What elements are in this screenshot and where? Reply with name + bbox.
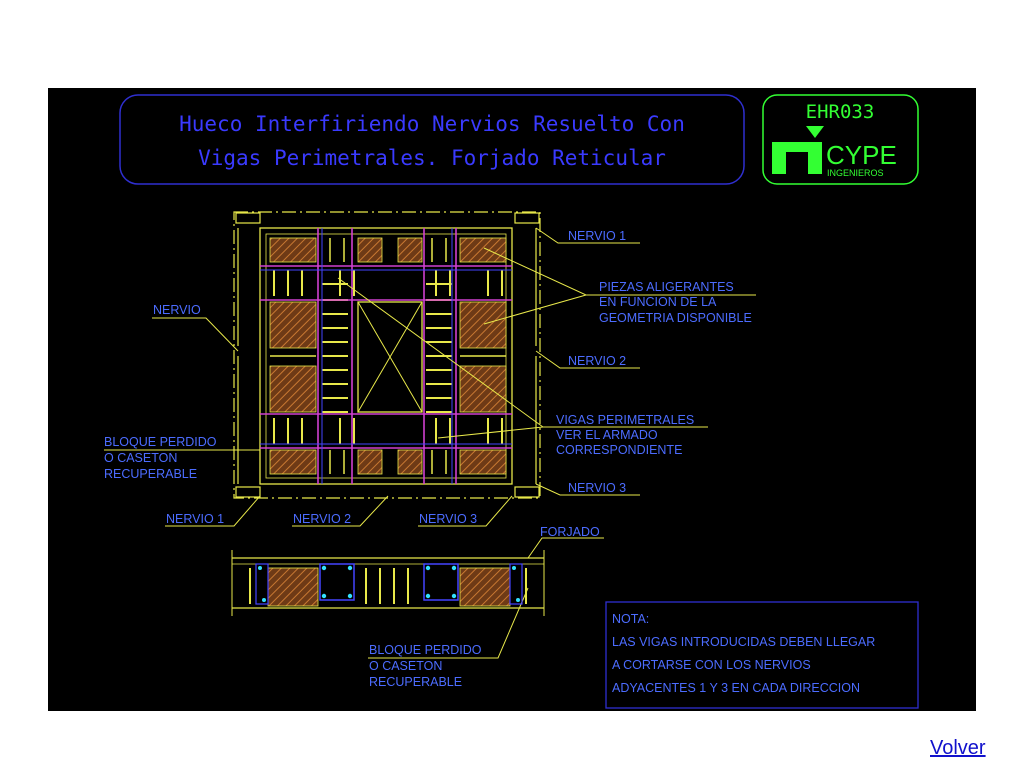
- label-piezas-1: PIEZAS ALIGERANTES: [599, 280, 734, 294]
- label-bloque-2: O CASETON: [104, 451, 177, 465]
- hatched-block: [357, 237, 383, 263]
- label-nervio-2-right: NERVIO 2: [568, 354, 626, 368]
- cad-drawing: Hueco Interfiriendo Nervios Resuelto Con…: [48, 88, 976, 711]
- label-bloque-b3: RECUPERABLE: [369, 675, 462, 689]
- note-frame: [605, 601, 919, 709]
- cype-logo-icon: [772, 126, 824, 174]
- hatched-block: [459, 301, 507, 349]
- hatched-block: [397, 237, 423, 263]
- label-nervio-1-right: NERVIO 1: [568, 229, 626, 243]
- label-nervio-3-right: NERVIO 3: [568, 481, 626, 495]
- plan-view: [233, 211, 541, 499]
- note-line-1: LAS VIGAS INTRODUCIDAS DEBEN LLEGAR: [612, 635, 875, 649]
- hatched-block: [459, 237, 507, 263]
- title-frame: [119, 94, 745, 185]
- hatched-block: [269, 301, 317, 349]
- logo-brand: CYPE: [826, 140, 897, 170]
- label-piezas-3: GEOMETRIA DISPONIBLE: [599, 311, 752, 325]
- label-bloque-b1: BLOQUE PERDIDO: [369, 643, 482, 657]
- hatched-block: [397, 449, 423, 475]
- label-bloque-b2: O CASETON: [369, 659, 442, 673]
- drawing-code: EHR033: [806, 101, 875, 123]
- label-vigas-1: VIGAS PERIMETRALES: [556, 413, 694, 427]
- label-nervio-3-bottom: NERVIO 3: [419, 512, 477, 526]
- hatched-block: [269, 449, 317, 475]
- hatched-block: [459, 365, 507, 413]
- section-view: [231, 550, 545, 616]
- hatched-block: [269, 237, 317, 263]
- title-line-2: Vigas Perimetrales. Forjado Reticular: [198, 146, 666, 170]
- logo-sub: INGENIEROS: [827, 168, 884, 178]
- label-bloque-1: BLOQUE PERDIDO: [104, 435, 217, 449]
- label-vigas-2: VER EL ARMADO: [556, 428, 658, 442]
- volver-link[interactable]: Volver: [930, 737, 986, 759]
- label-nervio-1-bottom: NERVIO 1: [166, 512, 224, 526]
- note-line-2: A CORTARSE CON LOS NERVIOS: [612, 658, 811, 672]
- label-nervio-2-bottom: NERVIO 2: [293, 512, 351, 526]
- label-vigas-3: CORRESPONDIENTE: [556, 443, 682, 457]
- label-piezas-2: EN FUNCION DE LA: [599, 295, 717, 309]
- label-nervio-left: NERVIO: [153, 303, 201, 317]
- label-bloque-3: RECUPERABLE: [104, 467, 197, 481]
- logo-frame: [762, 94, 919, 185]
- title-line-1: Hueco Interfiriendo Nervios Resuelto Con: [179, 112, 685, 136]
- label-forjado: FORJADO: [540, 525, 600, 539]
- hatched-block: [459, 449, 507, 475]
- hatched-block: [269, 365, 317, 413]
- cad-canvas: Hueco Interfiriendo Nervios Resuelto Con…: [104, 94, 919, 709]
- note-line-3: ADYACENTES 1 Y 3 EN CADA DIRECCION: [612, 681, 860, 695]
- hatched-block: [357, 449, 383, 475]
- note-heading: NOTA:: [612, 612, 649, 626]
